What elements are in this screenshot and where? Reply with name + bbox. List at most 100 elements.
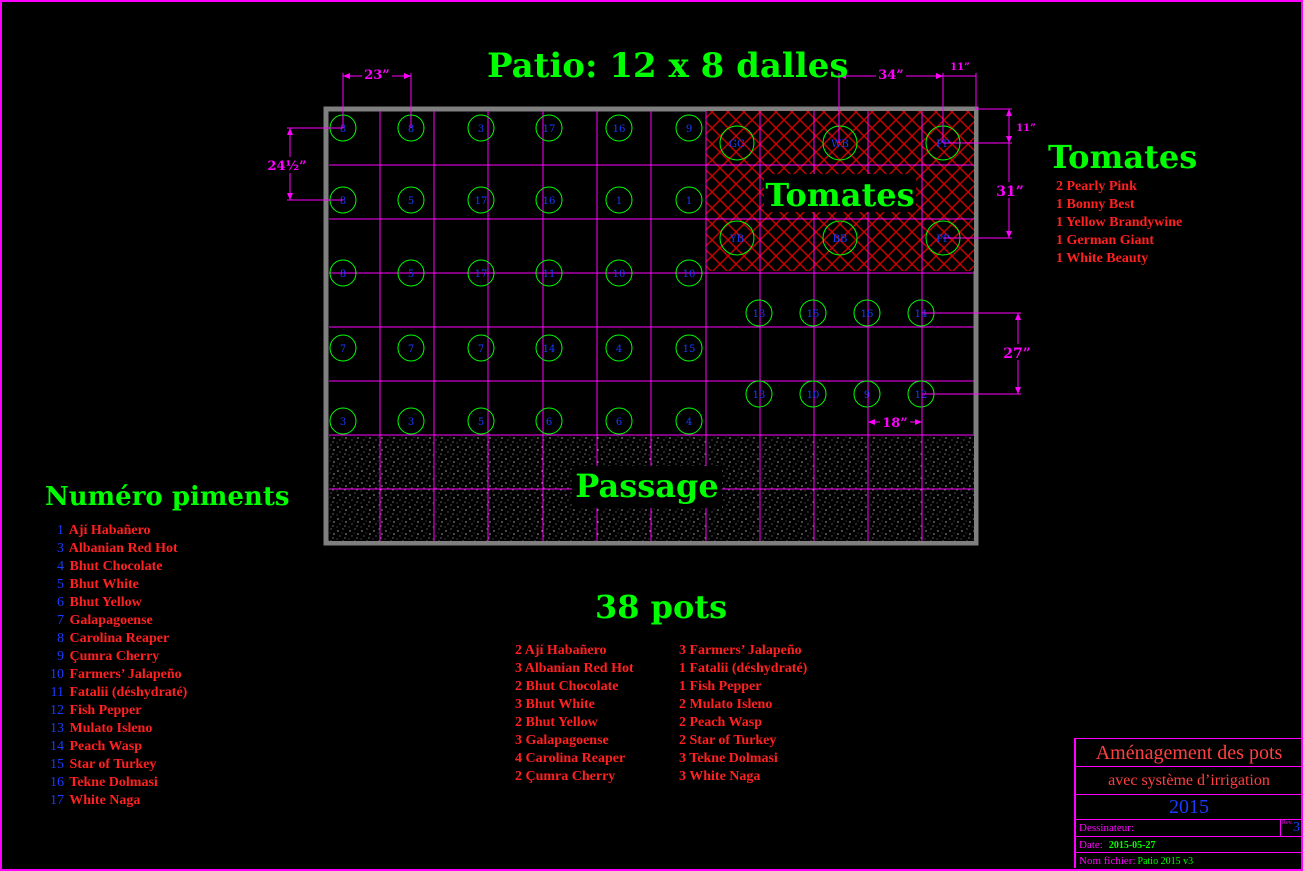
pot-circle	[329, 407, 357, 435]
legend-item: 6 Bhut Yellow	[44, 594, 187, 612]
legend-number: 7	[57, 613, 64, 628]
pot-circle	[535, 407, 563, 435]
pot-circle	[397, 334, 425, 362]
pot-number: 9	[864, 390, 870, 401]
legend-name: Bhut White	[69, 577, 139, 592]
pot-number: 15	[807, 309, 820, 320]
legend-number: 17	[50, 793, 64, 808]
file-value: Patio 2015 v3	[1137, 856, 1194, 867]
list-item: 3 Bhut White	[515, 697, 595, 712]
pot-number: BB	[833, 234, 848, 245]
pot-circle	[535, 334, 563, 362]
legend-item: 5 Bhut White	[44, 576, 187, 594]
pepper-pot: 15	[675, 334, 703, 362]
patio-title: Patio: 12 x 8 dalles	[487, 46, 849, 86]
rev-value: 3	[1293, 820, 1300, 835]
list-item: 2 Star of Turkey	[679, 733, 777, 748]
list-item: 2 Mulato Isleno	[679, 697, 773, 712]
pepper-pot: 5	[397, 186, 425, 214]
pot-circle	[329, 334, 357, 362]
legend-item: 3 Albanian Red Hot	[44, 540, 187, 558]
dim-right-lower: 27”	[1003, 346, 1031, 362]
pot-circle	[719, 220, 755, 256]
pepper-pot: 6	[535, 407, 563, 435]
pepper-pot: 5	[397, 259, 425, 287]
legend-title: Numéro piments	[45, 482, 290, 512]
dim-top-right-small: 11”	[950, 62, 970, 73]
pepper-pot: 6	[605, 407, 633, 435]
tomato-label-bg	[764, 174, 916, 212]
pepper-pot: 4	[605, 334, 633, 362]
list-item: 1 Bonny Best	[1056, 197, 1135, 212]
title-block-rev: Rev.3	[1280, 819, 1302, 836]
pot-circle	[329, 259, 357, 287]
pot-circle	[467, 186, 495, 214]
dim-right-tomato: 31”	[996, 184, 1024, 200]
pepper-pot: 16	[605, 114, 633, 142]
pot-number: 7	[408, 344, 414, 355]
pot-number: 3	[408, 417, 414, 428]
pot-number: 16	[861, 309, 874, 320]
pepper-pot: 7	[467, 334, 495, 362]
legend-number: 13	[50, 721, 64, 736]
pot-circle	[535, 259, 563, 287]
pot-number: 9	[686, 124, 692, 135]
pepper-pot: 16	[535, 186, 563, 214]
legend-number: 12	[50, 703, 64, 718]
legend-number: 16	[50, 775, 64, 790]
legend-item: 1 Ají Habañero	[44, 522, 187, 540]
legend-item: 10 Farmers’ Jalapeño	[44, 666, 187, 684]
pepper-pot: 11	[535, 259, 563, 287]
pepper-pot: 9	[853, 380, 881, 408]
pot-number: PP	[936, 139, 950, 150]
pot-circle	[535, 114, 563, 142]
legend-number: 10	[50, 667, 64, 682]
list-item: 2 Ají Habañero	[515, 643, 607, 658]
pepper-pot: 9	[675, 114, 703, 142]
legend-number: 5	[57, 577, 64, 592]
title-block-drawer: Dessinateur:	[1076, 819, 1303, 837]
list-item: 2 Bhut Chocolate	[515, 679, 619, 694]
pot-circle	[675, 407, 703, 435]
pot-number: 16	[543, 196, 556, 207]
pot-number: 7	[478, 344, 484, 355]
pot-circle	[853, 299, 881, 327]
legend-name: Fish Pepper	[69, 703, 142, 718]
list-item: 3 Tekne Dolmasi	[679, 751, 778, 766]
legend-item: 7 Galapagoense	[44, 612, 187, 630]
pot-number: 17	[475, 196, 488, 207]
legend-name: Albanian Red Hot	[68, 541, 178, 556]
tomatoes-title: Tomates	[1048, 138, 1198, 176]
list-item: 2 Çumra Cherry	[515, 769, 616, 784]
pepper-pot: 17	[467, 186, 495, 214]
legend-name: Ají Habañero	[68, 523, 151, 538]
pot-circle	[467, 334, 495, 362]
pot-circle	[745, 380, 773, 408]
pot-number: 8	[340, 196, 346, 207]
pot-number: 13	[753, 390, 766, 401]
title-block-file: Nom fichier:Patio 2015 v3	[1076, 852, 1303, 869]
pot-number: PP	[936, 234, 950, 245]
pot-number: 16	[613, 124, 626, 135]
tomato-pot: GG	[719, 125, 755, 161]
legend-number: 14	[50, 739, 64, 754]
pot-number: GG	[729, 139, 745, 150]
pepper-pot: 8	[329, 259, 357, 287]
list-item: 3 White Naga	[679, 769, 761, 784]
legend-item: 16 Tekne Dolmasi	[44, 774, 187, 792]
pot-number: 10	[683, 269, 696, 280]
legend-item: 15 Star of Turkey	[44, 756, 187, 774]
legend-item: 4 Bhut Chocolate	[44, 558, 187, 576]
pot-circle	[675, 186, 703, 214]
legend-name: Bhut Yellow	[69, 595, 142, 610]
pepper-pot: 7	[397, 334, 425, 362]
pot-circle	[745, 299, 773, 327]
pot-number: 10	[613, 269, 626, 280]
pepper-pot: 7	[329, 334, 357, 362]
title-block-line2: avec système d’irrigation	[1076, 766, 1302, 795]
dim-top-left: 23”	[364, 68, 390, 83]
pot-number: 17	[475, 269, 488, 280]
list-item: 2 Bhut Yellow	[515, 715, 598, 730]
